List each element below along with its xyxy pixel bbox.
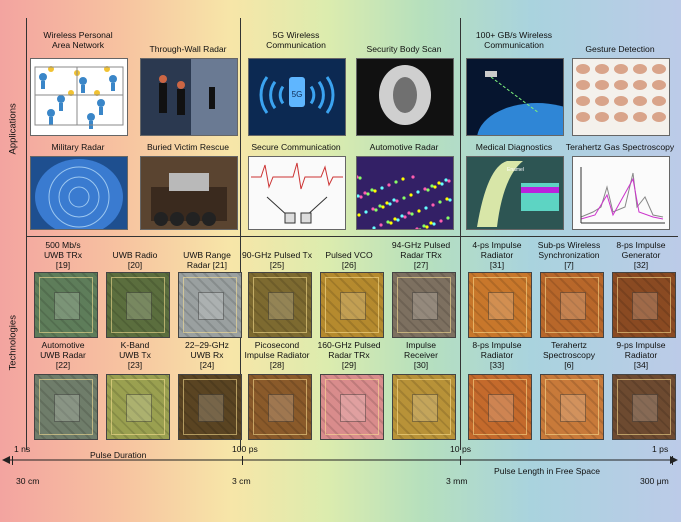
tech-chip-r2-3: [248, 374, 312, 440]
tech-chip-r2-8: [612, 374, 676, 440]
tech-chip-r2-1: [106, 374, 170, 440]
app-caption-military: Military Radar: [51, 142, 105, 152]
tech-chip-r2-5: [392, 374, 456, 440]
app-caption-gesture: Gesture Detection: [585, 44, 655, 54]
tech-caption-r1-4: Pulsed VCO[26]: [325, 250, 373, 270]
tech-chip-r1-6: [468, 272, 532, 338]
svg-text:5G: 5G: [292, 90, 303, 99]
app-wireless-100g-image: [466, 58, 564, 136]
free-space-tick-label: 30 cm: [16, 476, 40, 486]
divider-left: [240, 18, 241, 450]
app-body-scan-image: [356, 58, 454, 136]
tech-chip-r1-3: [248, 272, 312, 338]
divider-right: [460, 18, 461, 450]
divider-middle: [26, 236, 678, 237]
svg-text:Enamel: Enamel: [507, 167, 524, 173]
app-caption-through-wall: Through-Wall Radar: [149, 44, 227, 54]
tech-chip-r1-7: [540, 272, 604, 338]
app-secure-image: [248, 156, 346, 230]
tech-chip-r2-6: [468, 374, 532, 440]
app-gesture-image: [572, 58, 670, 136]
pulse-duration-label: Pulse Duration: [90, 450, 147, 460]
free-space-tick-label: 300 μm: [640, 476, 669, 486]
app-caption-medical: Medical Diagnostics: [475, 142, 553, 152]
pulse-duration-tick-label: 1 ps: [652, 444, 669, 454]
divider-side: [26, 18, 27, 450]
app-5g-image: 5G: [248, 58, 346, 136]
technologies-label: Technologies: [7, 315, 19, 371]
axis-tick: [242, 456, 243, 465]
app-caption-body-scan: Security Body Scan: [366, 44, 442, 54]
tech-chip-r1-8: [612, 272, 676, 338]
tech-chip-r1-5: [392, 272, 456, 338]
app-through-wall-image: [140, 58, 238, 136]
app-caption-secure: Secure Communication: [251, 142, 341, 152]
tech-chip-r1-0: [34, 272, 98, 338]
app-victim-image: [140, 156, 238, 230]
app-automotive-image: [356, 156, 454, 230]
app-medical-image: Enamel: [466, 156, 564, 230]
app-thz-gas-image: [572, 156, 670, 230]
axis-tick: [460, 456, 461, 465]
tech-chip-r2-4: [320, 374, 384, 440]
free-space-tick-label: 3 cm: [232, 476, 251, 486]
pulse-duration-tick-label: 10 ps: [450, 444, 472, 454]
pulse-duration-tick-label: 1 ns: [14, 444, 31, 454]
tech-chip-r2-2: [178, 374, 242, 440]
axis-tick: [672, 456, 673, 465]
applications-label: Applications: [7, 103, 19, 155]
app-wpan-image: [30, 58, 128, 136]
tech-caption-r1-3: 90-GHz Pulsed Tx[25]: [241, 250, 313, 270]
app-caption-victim: Buried Victim Rescue: [147, 142, 229, 152]
tech-caption-r1-1: UWB Radio[20]: [112, 250, 158, 270]
tech-chip-r1-1: [106, 272, 170, 338]
app-caption-automotive: Automotive Radar: [369, 142, 439, 152]
axis-tick: [12, 456, 13, 465]
free-space-tick-label: 3 mm: [446, 476, 468, 486]
app-military-image: [30, 156, 128, 230]
tech-chip-r2-0: [34, 374, 98, 440]
tech-chip-r1-2: [178, 272, 242, 338]
pulse-duration-tick-label: 100 ps: [232, 444, 258, 454]
tech-chip-r2-7: [540, 374, 604, 440]
tech-chip-r1-4: [320, 272, 384, 338]
free-space-label: Pulse Length in Free Space: [494, 466, 601, 476]
app-caption-thz-gas: Terahertz Gas Spectroscopy: [565, 142, 675, 152]
